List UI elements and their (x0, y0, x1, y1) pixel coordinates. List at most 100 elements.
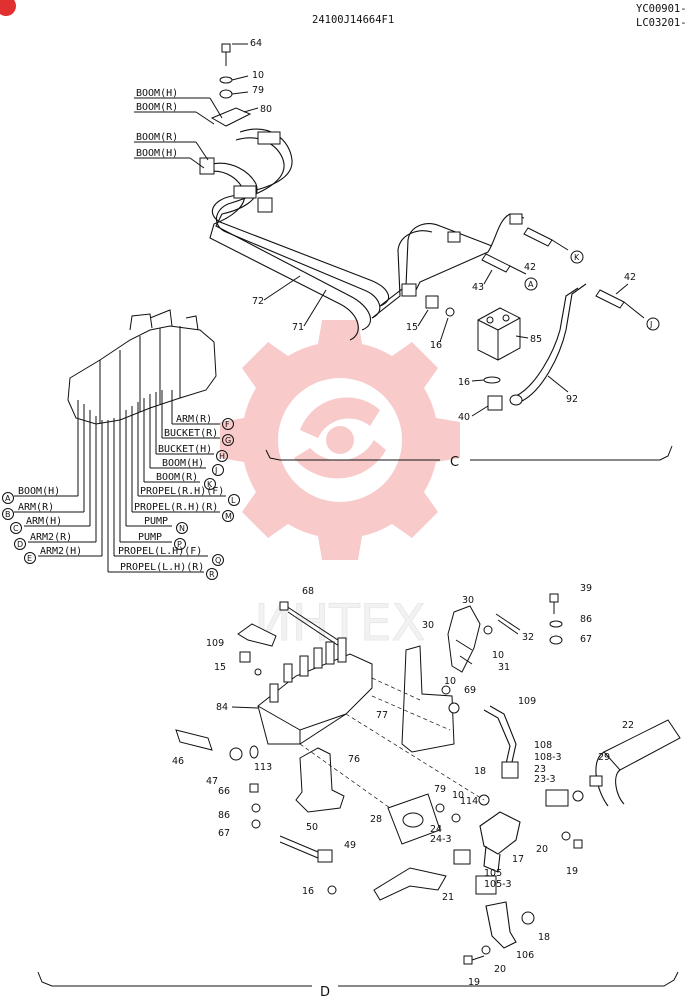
drawing-number: 24100J14664F1 (312, 14, 394, 26)
svg-text:69: 69 (464, 685, 476, 696)
svg-text:19: 19 (566, 866, 578, 877)
svg-text:10: 10 (492, 650, 504, 661)
svg-text:21: 21 (442, 892, 454, 903)
svg-text:23-3: 23-3 (534, 774, 556, 785)
svg-text:20: 20 (536, 844, 548, 855)
svg-text:BOOM(H): BOOM(H) (136, 148, 178, 159)
svg-text:19: 19 (468, 977, 480, 988)
svg-text:72: 72 (252, 296, 264, 307)
svg-text:85: 85 (530, 334, 542, 345)
left-port-labels: A BOOM(H) B ARM(R) C ARM(H) D ARM2(R) E … (2, 486, 82, 564)
svg-text:BOOM(R): BOOM(R) (136, 102, 178, 113)
svg-text:ARM2(H): ARM2(H) (40, 546, 82, 557)
svg-text:105: 105 (484, 868, 502, 879)
svg-text:10: 10 (444, 676, 456, 687)
svg-text:28: 28 (370, 814, 382, 825)
svg-text:L: L (231, 496, 236, 505)
svg-text:109: 109 (518, 696, 536, 707)
svg-text:68: 68 (302, 586, 314, 597)
svg-text:30: 30 (462, 595, 474, 606)
svg-text:17: 17 (512, 854, 524, 865)
svg-text:16: 16 (458, 377, 470, 388)
svg-text:18: 18 (538, 932, 550, 943)
svg-text:47: 47 (206, 776, 218, 787)
svg-text:BOOM(H): BOOM(H) (162, 458, 204, 469)
svg-text:B: B (5, 510, 11, 519)
svg-text:Q: Q (215, 556, 221, 565)
svg-text:46: 46 (172, 756, 184, 767)
svg-text:10: 10 (252, 70, 264, 81)
svg-text:86: 86 (218, 810, 230, 821)
svg-text:A: A (5, 494, 11, 503)
svg-text:E: E (27, 554, 32, 563)
svg-text:18: 18 (474, 766, 486, 777)
boom-labels: BOOM(H) BOOM(R) BOOM(R) BOOM(H) (134, 88, 223, 169)
svg-text:ARM(H): ARM(H) (26, 516, 62, 527)
svg-text:BOOM(H): BOOM(H) (136, 88, 178, 99)
svg-text:PUMP: PUMP (144, 516, 168, 527)
svg-text:BUCKET(H): BUCKET(H) (158, 444, 212, 455)
svg-text:PUMP: PUMP (138, 532, 162, 543)
svg-text:N: N (179, 524, 185, 533)
svg-text:109: 109 (206, 638, 224, 649)
svg-text:79: 79 (434, 784, 446, 795)
svg-text:105-3: 105-3 (484, 879, 512, 890)
section-c-letter: C (450, 455, 459, 470)
control-valve-sketch (67, 309, 217, 425)
svg-text:ARM(R): ARM(R) (176, 414, 212, 425)
svg-text:16: 16 (302, 886, 314, 897)
svg-text:M: M (225, 512, 232, 521)
svg-text:ARM(R): ARM(R) (18, 502, 54, 513)
svg-text:BOOM(R): BOOM(R) (156, 472, 198, 483)
svg-text:P: P (177, 540, 182, 549)
svg-text:108-3: 108-3 (534, 752, 562, 763)
svg-text:BOOM(H): BOOM(H) (18, 486, 60, 497)
section-d-letter: D (320, 985, 330, 1000)
svg-text:BUCKET(R): BUCKET(R) (164, 428, 218, 439)
svg-text:15: 15 (214, 662, 226, 673)
svg-text:67: 67 (580, 634, 592, 645)
svg-text:PROPEL(L.H)(R): PROPEL(L.H)(R) (120, 562, 204, 573)
svg-text:G: G (225, 436, 231, 445)
section-d-part-numbers: 68 109 15 30 30 31 10 32 39 86 67 10 69 … (172, 583, 634, 988)
svg-text:C: C (13, 524, 19, 533)
svg-text:BOOM(R): BOOM(R) (136, 132, 178, 143)
svg-text:40: 40 (458, 412, 470, 423)
svg-text:67: 67 (218, 828, 230, 839)
pipe-end-a: A (528, 280, 534, 289)
svg-text:76: 76 (348, 754, 360, 765)
watermark-gear-logo: ИНТЕХ (220, 320, 460, 653)
svg-text:20: 20 (494, 964, 506, 975)
svg-text:R: R (209, 570, 215, 579)
pipe-end-j: J (649, 320, 652, 329)
svg-text:H: H (219, 452, 225, 461)
svg-text:24-3: 24-3 (430, 834, 452, 845)
svg-text:16: 16 (430, 340, 442, 351)
svg-text:108: 108 (534, 740, 552, 751)
svg-text:23: 23 (534, 764, 546, 775)
svg-text:31: 31 (498, 662, 510, 673)
section-c-piping: K A J BOOM(H) BOOM(R) BOOM(R) BOOM(H) 64… (2, 38, 673, 580)
svg-text:113: 113 (254, 762, 272, 773)
corner-badge (0, 0, 16, 16)
svg-text:F: F (225, 420, 230, 429)
svg-text:71: 71 (292, 322, 304, 333)
svg-text:50: 50 (306, 822, 318, 833)
section-d-mounting: 68 109 15 30 30 31 10 32 39 86 67 10 69 … (37, 583, 681, 1000)
serial-ref-1: YC00901- (636, 3, 687, 15)
svg-text:66: 66 (218, 786, 230, 797)
svg-text:32: 32 (522, 632, 534, 643)
svg-text:114: 114 (460, 796, 478, 807)
svg-text:30: 30 (422, 620, 434, 631)
serial-ref-2: LC03201- (636, 17, 687, 29)
svg-text:PROPEL(R.H)(F): PROPEL(R.H)(F) (140, 486, 224, 497)
svg-text:24: 24 (430, 824, 442, 835)
pipe-end-k: K (574, 253, 580, 262)
svg-text:39: 39 (580, 583, 592, 594)
svg-text:42: 42 (524, 262, 536, 273)
svg-text:84: 84 (216, 702, 228, 713)
svg-text:106: 106 (516, 950, 534, 961)
svg-text:J: J (214, 466, 217, 475)
svg-text:15: 15 (406, 322, 418, 333)
